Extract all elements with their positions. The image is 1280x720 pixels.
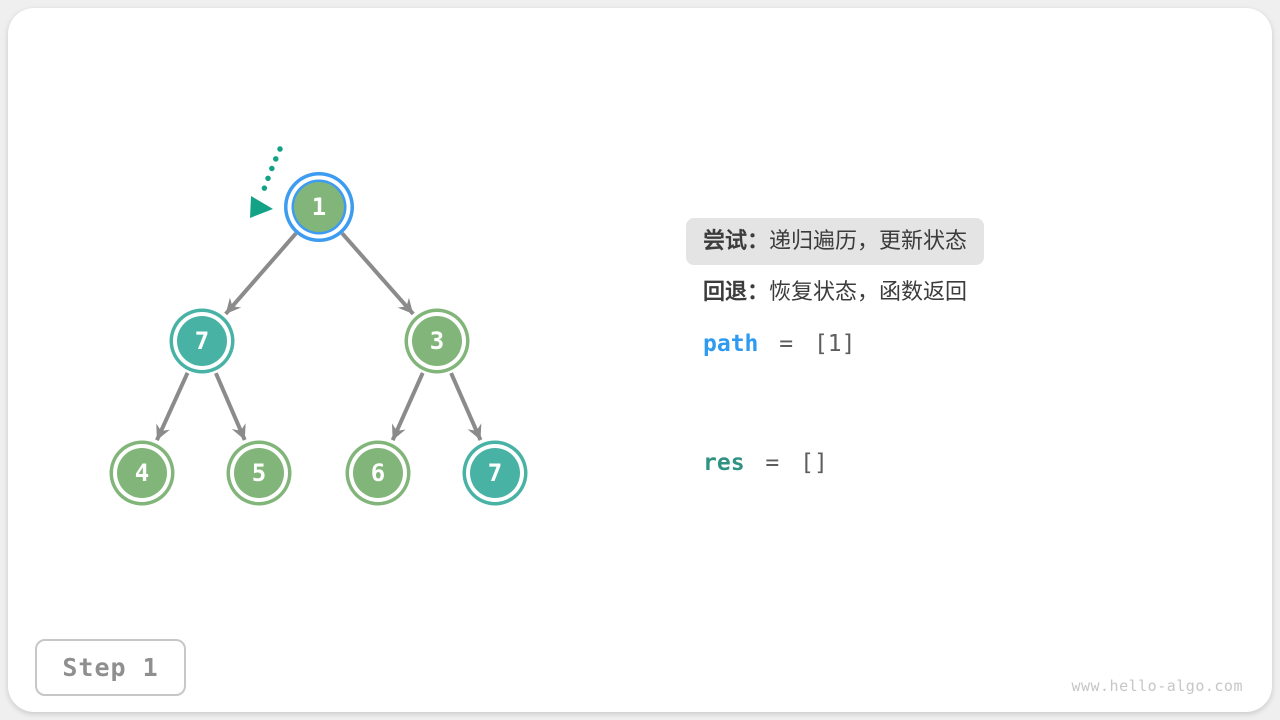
figure-card xyxy=(8,8,1272,712)
path-variable-name: path xyxy=(703,331,759,357)
step-badge: Step 1 xyxy=(35,639,186,696)
backtrack-label: 回退： xyxy=(703,279,770,304)
try-label: 尝试： xyxy=(703,228,770,253)
res-variable-name: res xyxy=(703,450,745,476)
tree-node-3: 3 xyxy=(412,316,462,366)
tree-node-7: 7 xyxy=(177,316,227,366)
try-description-line: 尝试：递归遍历，更新状态 xyxy=(686,218,985,265)
res-variable-value: = [] xyxy=(765,450,828,476)
tree-node-4: 4 xyxy=(117,448,167,498)
watermark: www.hello-algo.com xyxy=(1071,677,1243,695)
tree-node-5: 5 xyxy=(234,448,284,498)
backtrack-text: 恢复状态，函数返回 xyxy=(769,279,968,304)
tree-node-7: 7 xyxy=(470,448,520,498)
tree-node-1: 1 xyxy=(294,182,344,232)
res-variable-line: res = [] xyxy=(703,452,828,475)
path-variable-line: path = [1] xyxy=(703,333,856,356)
tree-node-6: 6 xyxy=(353,448,403,498)
backtrack-description-line: 回退：恢复状态，函数返回 xyxy=(703,281,967,303)
try-text: 递归遍历，更新状态 xyxy=(769,228,968,253)
path-variable-value: = [1] xyxy=(779,331,856,357)
